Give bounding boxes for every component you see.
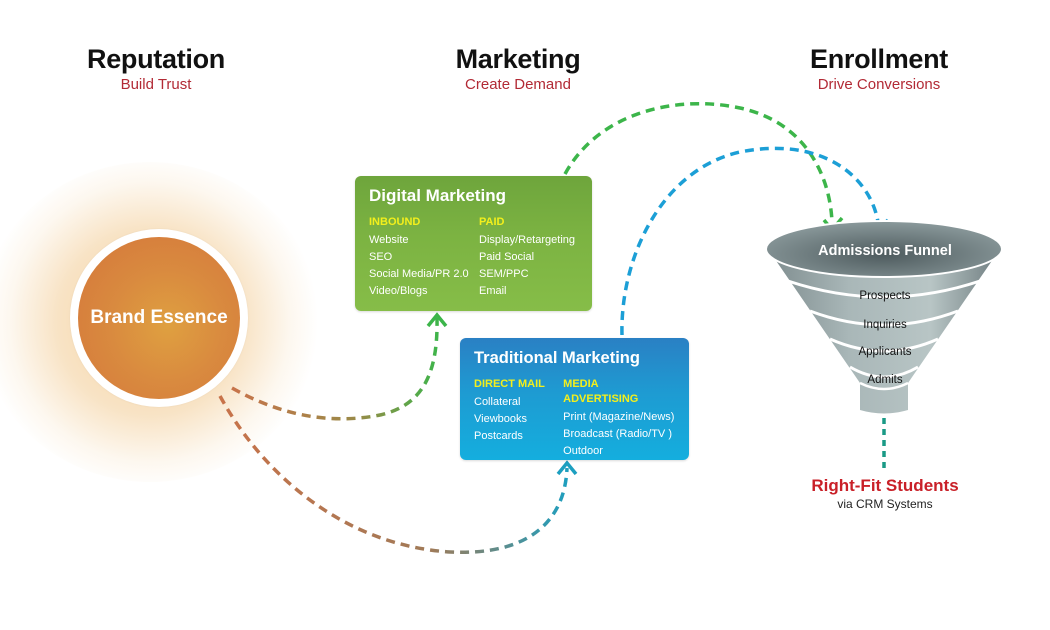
column-header: DIRECT MAIL — [474, 378, 545, 390]
arrow-digital-to-funnel — [563, 101, 834, 223]
funnel-title: Admissions Funnel — [818, 243, 952, 259]
column-header: INBOUND — [369, 216, 421, 228]
card-title: Digital Marketing — [369, 186, 506, 205]
funnel-band-line — [849, 365, 919, 379]
funnel-band-line — [829, 337, 939, 353]
arrow-brand-to-digital — [231, 317, 439, 421]
stage-title: Marketing — [455, 44, 581, 74]
arrowhead-digital — [426, 312, 448, 328]
brand-essence-circle: Brand Essence — [70, 229, 248, 407]
funnel-band-line — [787, 279, 981, 299]
funnel-stage-inquiries: Inquiries — [863, 319, 907, 331]
outcome-subtitle: via CRM Systems — [837, 497, 933, 511]
stage-subtitle: Build Trust — [120, 76, 192, 93]
list-item: Broadcast (Radio/TV ) — [563, 428, 672, 440]
media-advertising-column: MEDIA ADVERTISING Print (Magazine/News) … — [563, 377, 675, 460]
stage-subtitle: Create Demand — [465, 76, 571, 93]
list-item: Video/Blogs — [369, 285, 428, 297]
stage-heading-reputation: Reputation Build Trust — [26, 44, 286, 94]
list-item: Social Media/PR 2.0 — [369, 268, 469, 280]
list-item: Postcards — [474, 430, 523, 442]
list-item: Email — [479, 285, 507, 297]
stage-title: Enrollment — [809, 44, 948, 74]
arrow-brand-to-traditional — [218, 395, 569, 555]
funnel-top — [765, 220, 1003, 278]
outcome-title: Right-Fit Students — [811, 476, 959, 495]
list-item: Print (Magazine/News) — [563, 411, 675, 423]
list-item: Display/Retargeting — [479, 234, 575, 246]
arrowhead-traditional — [556, 460, 578, 476]
stage-heading-marketing: Marketing Create Demand — [388, 44, 648, 94]
card-title: Traditional Marketing — [474, 349, 640, 367]
list-item: Viewbooks — [474, 413, 527, 425]
list-item: Website — [369, 234, 409, 246]
paid-column: PAID Display/Retargeting Paid Social SEM… — [479, 215, 575, 300]
stage-heading-enrollment: Enrollment Drive Conversions — [749, 44, 1009, 94]
list-item: SEM/PPC — [479, 268, 529, 280]
stage-title: Reputation — [87, 44, 225, 74]
digital-marketing-card: Digital Marketing INBOUND Website SEO So… — [355, 176, 592, 311]
funnel-stage-prospects: Prospects — [859, 290, 911, 302]
column-header: PAID — [479, 216, 505, 228]
list-item: Outdoor — [563, 445, 603, 457]
direct-mail-column: DIRECT MAIL Collateral Viewbooks Postcar… — [474, 377, 563, 460]
funnel-band-line — [809, 309, 959, 327]
list-item: SEO — [369, 251, 393, 263]
traditional-marketing-card: Traditional Marketing DIRECT MAIL Collat… — [460, 338, 689, 460]
list-item: Collateral — [474, 396, 521, 408]
inbound-column: INBOUND Website SEO Social Media/PR 2.0 … — [369, 215, 479, 300]
funnel-graphic — [765, 220, 1003, 414]
brand-essence-core: Brand Essence — [78, 237, 240, 399]
outcome: Right-Fit Students via CRM Systems — [780, 476, 990, 512]
list-item: Paid Social — [479, 251, 535, 263]
stage-subtitle: Drive Conversions — [817, 76, 941, 93]
arrow-traditional-to-funnel — [620, 146, 880, 336]
funnel-stage-applicants: Applicants — [858, 346, 912, 358]
funnel-band-line — [859, 381, 909, 391]
brand-essence-label: Brand Essence — [90, 307, 228, 328]
funnel-stage-admits: Admits — [867, 374, 903, 386]
column-header: MEDIA ADVERTISING — [563, 378, 639, 405]
admissions-funnel: Admissions Funnel Prospects Inquiries Ap… — [760, 215, 1010, 420]
